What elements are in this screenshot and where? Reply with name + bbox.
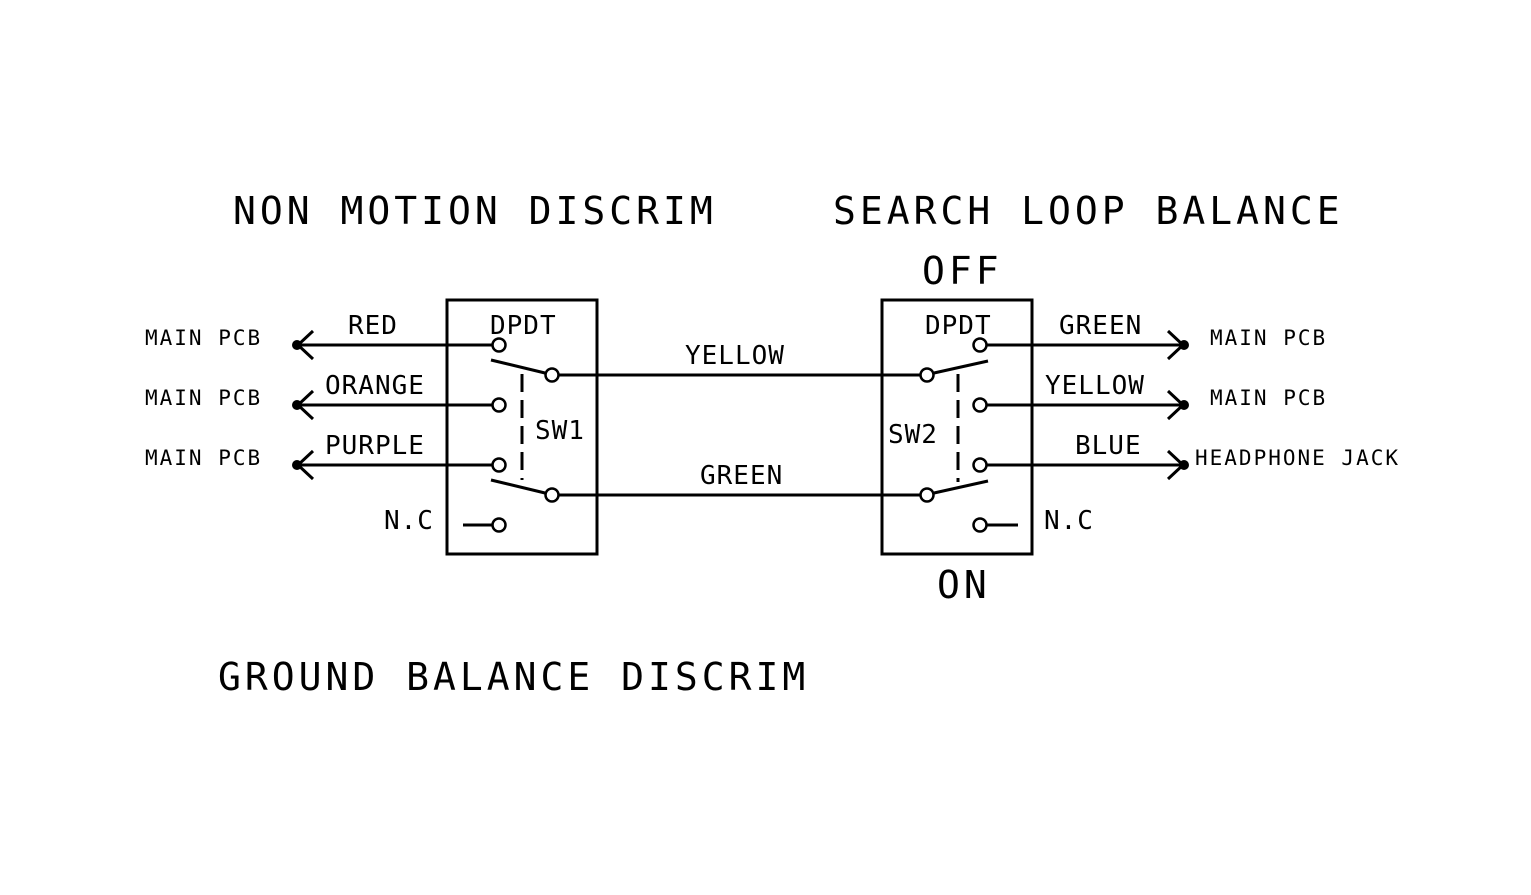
sw1-ref-label: SW1 [535,416,585,446]
title-non-motion-discrim: NON MOTION DISCRIM [233,189,717,233]
sw2-contact [972,397,988,413]
junction-dot [1179,400,1189,410]
sw1-wire-label: ORANGE [325,371,425,401]
sw2-wire-label: BLUE [1075,431,1142,461]
sw1-contact [491,337,507,353]
sw1-type-label: DPDT [490,311,557,341]
sw2-nc-label: N.C [1044,506,1094,536]
sw2-on-label: ON [937,563,991,607]
sw2-common [919,487,935,503]
switch-sw2: DPDT SW2 GREEN YELLOW BLUE N.C MAIN PCB … [880,298,1400,556]
sw2-ref-label: SW2 [888,420,938,450]
junction-dot [292,400,302,410]
sw2-off-label: OFF [922,249,1003,293]
sw1-blade [490,478,546,495]
sw2-common [919,367,935,383]
sw2-dest-label: HEADPHONE JACK [1195,446,1400,470]
sw1-contact [491,397,507,413]
sw1-blade [490,358,546,375]
interconnect-label: YELLOW [685,341,785,371]
sw2-type-label: DPDT [925,311,992,341]
title-search-loop-balance: SEARCH LOOP BALANCE [833,189,1344,233]
sw2-contact [972,337,988,353]
junction-dot [292,460,302,470]
sw2-wire-label: YELLOW [1045,371,1145,401]
sw1-wire-label: RED [348,311,398,341]
sw1-contact [491,517,507,533]
sw2-blade [933,359,989,375]
sw1-body [445,298,599,556]
sw2-contact [972,457,988,473]
sw1-nc-label: N.C [384,506,434,536]
interconnect-wires: YELLOW GREEN [558,341,921,497]
sw1-common [544,367,560,383]
switch-sw1: DPDT SW1 RED ORANGE PURPLE N.C MAIN PCB … [145,298,599,556]
sw2-blade [933,479,989,495]
sw2-dest-label: MAIN PCB [1210,326,1327,350]
sw2-wire-label: GREEN [1059,311,1142,341]
title-ground-balance-discrim: GROUND BALANCE DISCRIM [218,655,809,699]
sw1-contact [491,457,507,473]
sw1-wire-label: PURPLE [325,431,425,461]
sw2-body [880,298,1034,556]
interconnect-label: GREEN [700,461,783,491]
sw2-contact [972,517,988,533]
junction-dot [292,340,302,350]
sw1-dest-label: MAIN PCB [145,446,262,470]
sw1-common [544,487,560,503]
sw2-dest-label: MAIN PCB [1210,386,1327,410]
sw1-dest-label: MAIN PCB [145,386,262,410]
sw1-dest-label: MAIN PCB [145,326,262,350]
junction-dot [1179,340,1189,350]
junction-dot [1179,460,1189,470]
